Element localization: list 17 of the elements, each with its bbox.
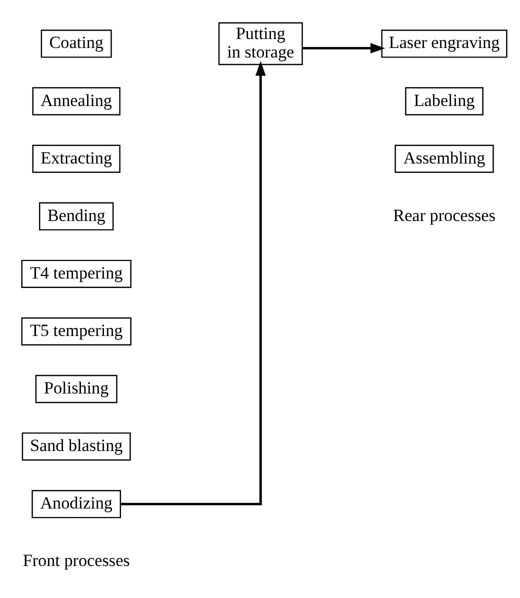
node-box: T4 tempering bbox=[21, 260, 132, 288]
node-box: Coating bbox=[40, 30, 112, 58]
node-box: Laser engraving bbox=[381, 30, 508, 58]
node-box: Labeling bbox=[405, 87, 484, 116]
node-box: Extracting bbox=[32, 144, 120, 173]
arrow bbox=[302, 43, 386, 54]
node-box: T5 tempering bbox=[21, 317, 132, 346]
node-box: Bending bbox=[39, 202, 114, 230]
label: Rear processes bbox=[393, 206, 496, 225]
node-box: Assembling bbox=[394, 144, 494, 173]
node-box: Putting in storage bbox=[218, 22, 303, 66]
node-box: Sand blasting bbox=[22, 432, 131, 461]
node-box: Anodizing bbox=[32, 490, 122, 518]
arrow bbox=[120, 60, 266, 506]
label: Front processes bbox=[22, 551, 130, 570]
node-box: Annealing bbox=[32, 87, 120, 116]
node-box: Polishing bbox=[35, 374, 118, 404]
